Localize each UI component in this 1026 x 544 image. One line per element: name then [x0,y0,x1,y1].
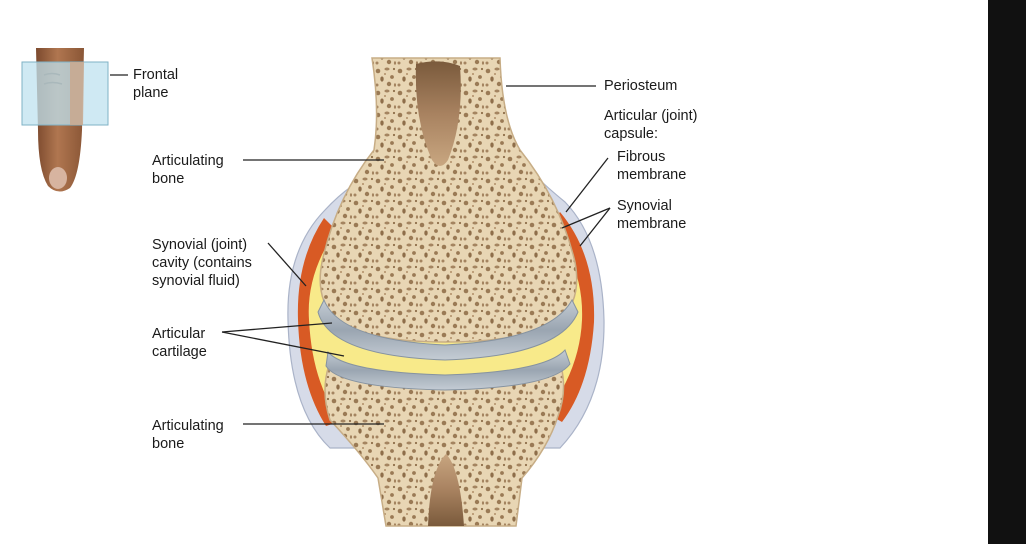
synovial-membrane-right [548,212,595,422]
articulating-bone-upper [319,57,578,343]
label-articular-cartilage: Articular cartilage [152,326,207,360]
fingernail-icon [49,167,67,189]
label-articulating-bone-lower: Articulating bone [152,418,224,452]
synovial-joint-diagram [21,48,611,527]
label-articulating-bone-upper: Articulating bone [152,153,224,187]
synovial-membrane-left [297,218,345,426]
marrow-cavity-upper [415,61,461,166]
marrow-cavity-lower [428,454,464,526]
articular-cartilage-lower [325,349,571,391]
finger-thumbnail [21,48,109,192]
frontal-plane-icon [21,61,109,126]
label-fibrous-membrane: Fibrous membrane [617,149,687,183]
leader-lines [110,74,611,425]
label-frontal-plane: Frontal plane [133,67,179,101]
label-synovial-cavity: Synovial (joint) cavity (contains synovi… [152,237,252,289]
label-synovial-membrane: Synovial membrane [617,198,687,232]
label-periosteum: Periosteum [604,78,678,94]
right-edge-bar [988,0,1026,544]
label-articular-capsule: Articular (joint) capsule: [604,108,698,142]
articular-cartilage-upper [317,298,579,361]
